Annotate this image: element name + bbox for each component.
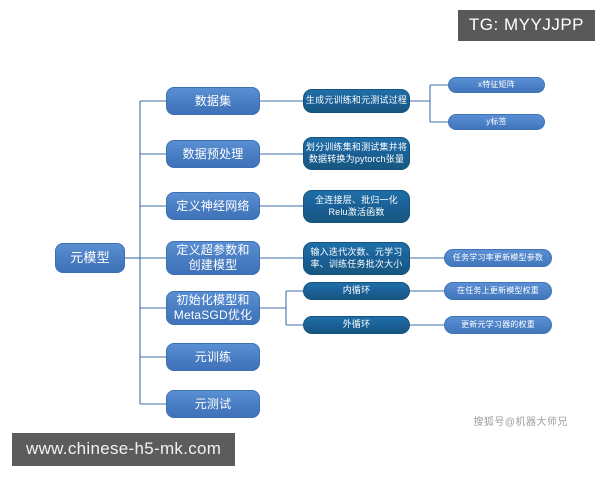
node-generate-meta-train-test-process[interactable]: 生成元训练和元测试过程 bbox=[303, 89, 410, 113]
node-inner-loop[interactable]: 内循环 bbox=[303, 282, 410, 300]
node-define-hyperparams-create-model[interactable]: 定义超参数和 创建模型 bbox=[166, 241, 260, 275]
node-meta-training[interactable]: 元训练 bbox=[166, 343, 260, 371]
node-dataset[interactable]: 数据集 bbox=[166, 87, 260, 115]
node-split-train-test-to-pytorch-tensor[interactable]: 划分训练集和测试集并将 数据转换为pytorch张量 bbox=[303, 137, 410, 170]
node-outer-loop[interactable]: 外循环 bbox=[303, 316, 410, 334]
node-fc-batchnorm-relu[interactable]: 全连接层、批归一化 Relu激活函数 bbox=[303, 190, 410, 223]
node-define-neural-network[interactable]: 定义神经网络 bbox=[166, 192, 260, 220]
node-meta-testing[interactable]: 元测试 bbox=[166, 390, 260, 418]
node-y-label[interactable]: y标签 bbox=[448, 114, 545, 130]
credit-watermark: 搜狐号@机器大师兄 bbox=[473, 417, 568, 428]
node-task-lr-update-model-params[interactable]: 任务学习率更新模型参数 bbox=[444, 249, 552, 267]
node-root-meta-model[interactable]: 元模型 bbox=[55, 243, 125, 273]
node-x-feature-matrix[interactable]: x特征矩阵 bbox=[448, 77, 545, 93]
node-input-iterations-meta-lr-batchsize[interactable]: 输入迭代次数、元学习 率、训练任务批次大小 bbox=[303, 242, 410, 275]
node-data-preprocessing[interactable]: 数据预处理 bbox=[166, 140, 260, 168]
url-watermark: www.chinese-h5-mk.com bbox=[12, 433, 236, 466]
node-update-model-weights-on-task[interactable]: 在任务上更新模型权重 bbox=[444, 282, 552, 300]
node-update-meta-learner-weights[interactable]: 更新元学习器的权重 bbox=[444, 316, 552, 334]
tag-badge: TG: MYYJJPP bbox=[457, 10, 595, 41]
node-init-model-metasgd[interactable]: 初始化模型和 MetaSGD优化 bbox=[166, 291, 260, 325]
